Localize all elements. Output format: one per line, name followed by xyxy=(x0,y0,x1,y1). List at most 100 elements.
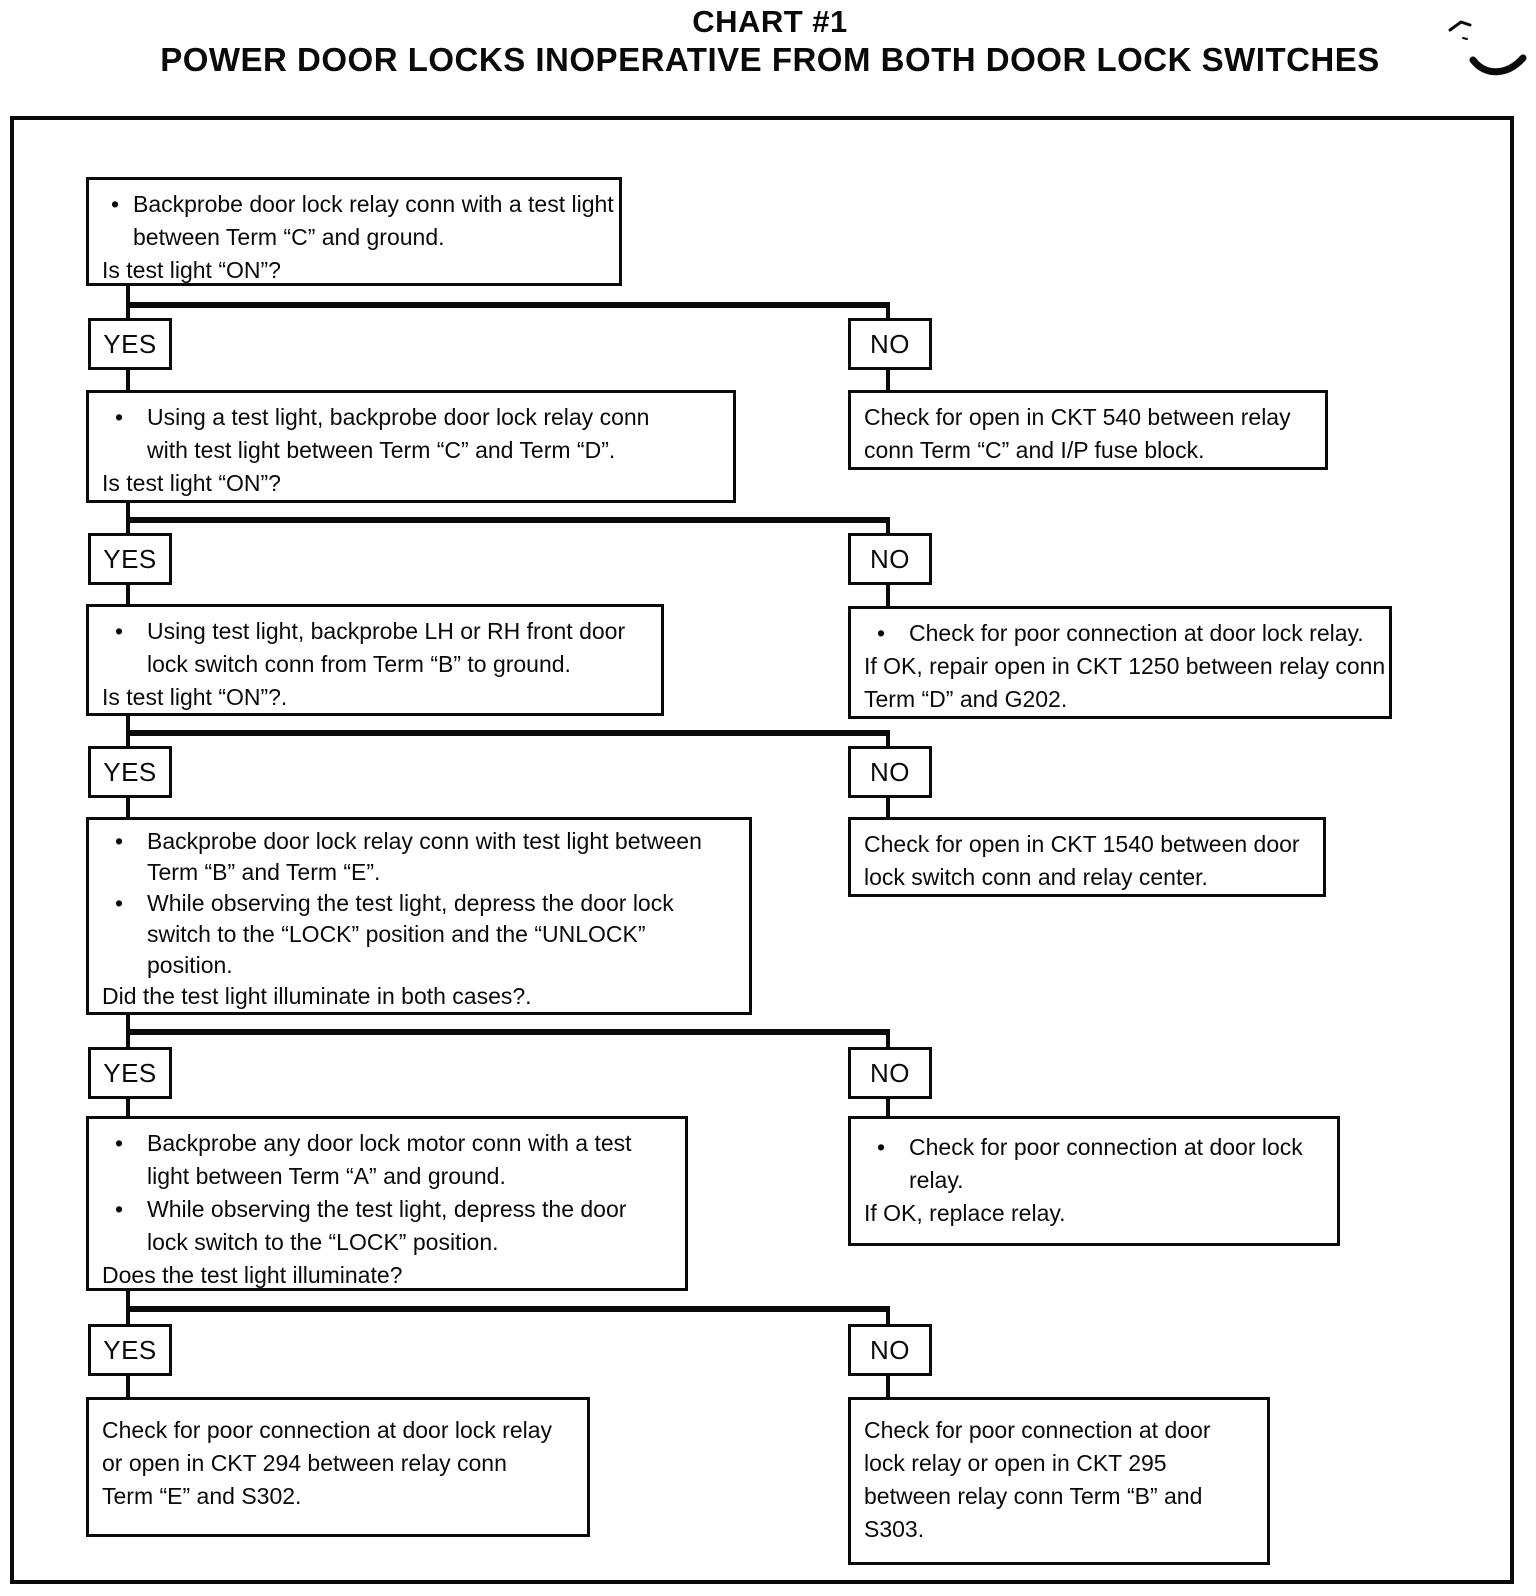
step-1-question-box: • Backprobe door lock relay conn with a t… xyxy=(86,177,622,286)
yes-label: YES xyxy=(103,756,157,787)
no-label: NO xyxy=(870,1334,910,1365)
connector-line xyxy=(886,302,890,318)
row-1-yes-box: YES xyxy=(88,318,172,370)
text-line: lock relay or open in CKT 295 xyxy=(864,1450,1167,1476)
row-4-yes-box: YES xyxy=(88,1047,172,1099)
row-5-no-box: NO xyxy=(848,1324,932,1376)
text-line-content: Backprobe door lock relay conn with a te… xyxy=(133,191,614,217)
connector-line xyxy=(126,1099,130,1116)
text-line: •While observing the test light, depress… xyxy=(89,1193,685,1226)
text-line: light between Term “A” and ground. xyxy=(147,1163,506,1189)
bullet-icon: • xyxy=(115,890,124,916)
text-line: conn Term “C” and I/P fuse block. xyxy=(864,437,1205,463)
text-line: S303. xyxy=(864,1516,925,1542)
chart-border xyxy=(10,116,1514,1584)
no-label: NO xyxy=(870,756,910,787)
text-line-content: Backprobe any door lock motor conn with … xyxy=(147,1130,632,1156)
text-line: lock switch conn from Term “B” to ground… xyxy=(147,651,571,677)
row-1-no-box: NO xyxy=(848,318,932,370)
no-label: NO xyxy=(870,1057,910,1088)
row-3-yes-box: YES xyxy=(88,746,172,798)
bullet-icon: • xyxy=(115,1130,124,1156)
text-line: If OK, replace relay. xyxy=(864,1200,1066,1226)
step-4-no-action-box: •Check for poor connection at door lock … xyxy=(848,1116,1340,1246)
connector-line xyxy=(126,517,890,523)
text-line: Did the test light illuminate in both ca… xyxy=(102,983,532,1009)
bullet-icon: • xyxy=(877,1134,886,1160)
text-line-content: While observing the test light, depress … xyxy=(147,890,674,916)
text-line-content: Check for poor connection at door lock r… xyxy=(909,620,1364,646)
connector-line xyxy=(126,1029,890,1035)
text-line: lock switch conn and relay center. xyxy=(864,864,1208,890)
text-line: Term “B” and Term “E”. xyxy=(147,859,381,885)
step-3-no-action-box: Check for open in CKT 1540 between door … xyxy=(848,817,1326,897)
step-5-question-box: • Backprobe any door lock motor conn with… xyxy=(86,1116,688,1291)
text-line: Does the test light illuminate? xyxy=(102,1262,403,1288)
connector-line xyxy=(886,517,890,533)
connector-line xyxy=(126,370,130,390)
chart-title-line2: POWER DOOR LOCKS INOPERATIVE FROM BOTH D… xyxy=(160,41,1380,78)
bullet-icon: • xyxy=(111,191,120,217)
connector-line xyxy=(126,585,130,604)
text-line-content: Using test light, backprobe LH or RH fro… xyxy=(147,618,626,644)
connector-line xyxy=(886,730,890,746)
text-line: • Backprobe door lock relay conn with a t… xyxy=(89,188,619,221)
text-line: Term “D” and G202. xyxy=(864,686,1068,712)
text-line: switch to the “LOCK” position and the “U… xyxy=(147,921,646,947)
step-4-question-box: • Backprobe door lock relay conn with tes… xyxy=(86,817,752,1015)
no-label: NO xyxy=(870,543,910,574)
yes-label: YES xyxy=(103,1057,157,1088)
text-line: between relay conn Term “B” and xyxy=(864,1483,1203,1509)
step-2-no-action-box: •Check for poor connection at door lock … xyxy=(848,606,1392,719)
text-line-content: Using a test light, backprobe door lock … xyxy=(147,404,650,430)
text-line: position. xyxy=(147,952,233,978)
text-line: • Using a test light, backprobe door lock… xyxy=(89,401,733,434)
connector-line xyxy=(886,585,890,606)
step-3-question-box: • Using test light, backprobe LH or RH fr… xyxy=(86,604,664,716)
connector-line xyxy=(886,370,890,390)
bullet-icon: • xyxy=(115,828,124,854)
connector-line xyxy=(886,1029,890,1047)
connector-line xyxy=(886,1306,890,1324)
text-line: Is test light “ON”? xyxy=(102,470,281,496)
text-line: •Check for poor connection at door lock … xyxy=(851,617,1389,650)
connector-line xyxy=(886,1099,890,1116)
row-2-no-box: NO xyxy=(848,533,932,585)
text-line-content: Backprobe door lock relay conn with test… xyxy=(147,828,702,854)
text-line: • While observing the test light, depress… xyxy=(89,888,749,919)
step-1-no-action-box: Check for open in CKT 540 between relay … xyxy=(848,390,1328,470)
bullet-icon: • xyxy=(115,404,124,430)
final-no-action-box: Check for poor connection at door lock r… xyxy=(848,1397,1270,1565)
connector-line xyxy=(126,1376,130,1397)
text-line: or open in CKT 294 between relay conn xyxy=(102,1450,507,1476)
text-line: Term “E” and S302. xyxy=(102,1483,302,1509)
connector-line xyxy=(886,1376,890,1397)
text-line: • Check for poor connection at door lock xyxy=(851,1131,1337,1164)
text-line-content: Check for poor connection at door lock xyxy=(909,1134,1303,1160)
text-line: If OK, repair open in CKT 1250 between r… xyxy=(864,653,1386,679)
yes-label: YES xyxy=(103,1334,157,1365)
no-label: NO xyxy=(870,328,910,359)
step-2-question-box: • Using a test light, backprobe door lock… xyxy=(86,390,736,503)
text-line: • Using test light, backprobe LH or RH fr… xyxy=(89,615,661,648)
connector-line xyxy=(886,798,890,817)
bullet-icon: • xyxy=(115,618,124,644)
connector-line xyxy=(126,1306,890,1312)
text-line: Check for poor connection at door lock r… xyxy=(102,1417,553,1443)
row-4-no-box: NO xyxy=(848,1047,932,1099)
chart-title-line1: CHART #1 xyxy=(692,4,848,39)
row-3-no-box: NO xyxy=(848,746,932,798)
row-5-yes-box: YES xyxy=(88,1324,172,1376)
connector-line xyxy=(126,730,890,736)
text-line: relay. xyxy=(909,1167,964,1193)
text-line: lock switch to the “LOCK” position. xyxy=(147,1229,499,1255)
text-line: Is test light “ON”?. xyxy=(102,684,288,710)
text-line: between Term “C” and ground. xyxy=(133,224,445,250)
text-line: Check for open in CKT 1540 between door xyxy=(864,831,1300,857)
yes-label: YES xyxy=(103,543,157,574)
text-line: with test light between Term “C” and Ter… xyxy=(147,437,616,463)
pen-mark-artifact xyxy=(1448,20,1527,76)
text-line: Is test light “ON”? xyxy=(102,257,281,283)
text-line: Check for open in CKT 540 between relay xyxy=(864,404,1291,430)
